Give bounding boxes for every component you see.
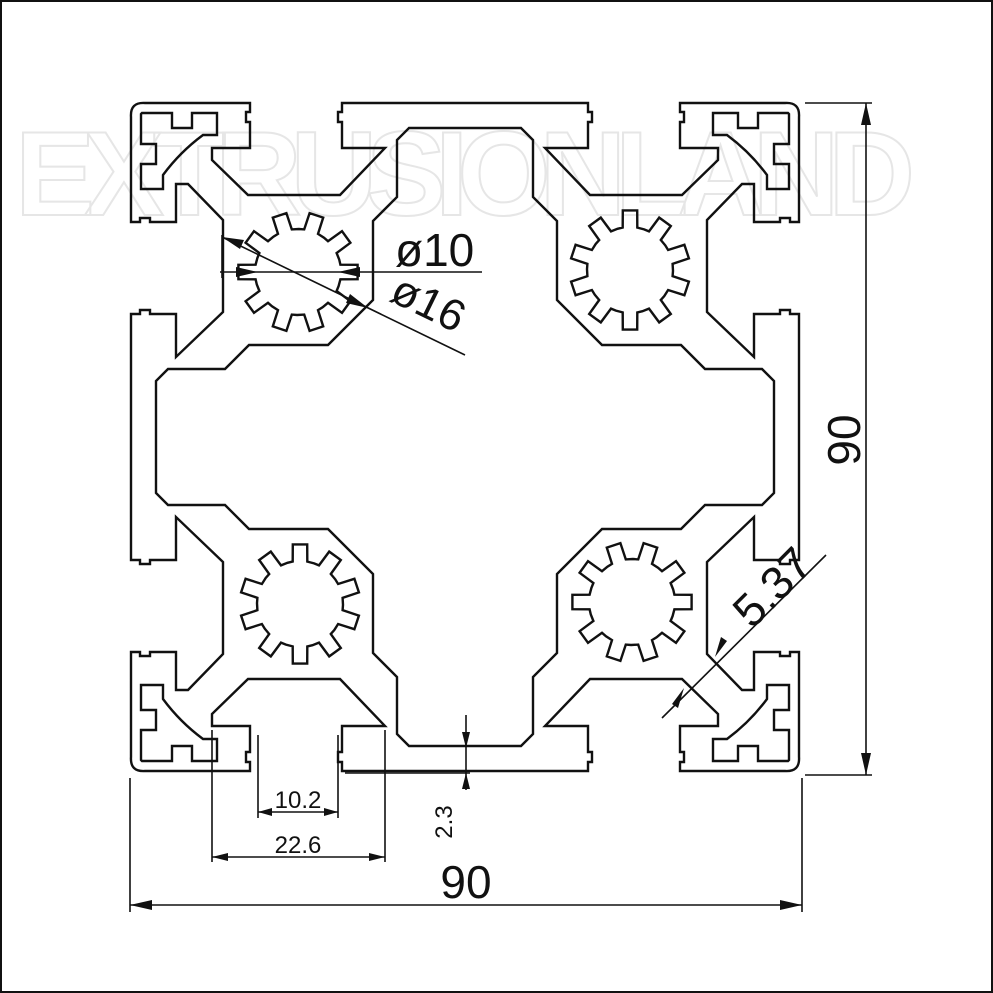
outer-contour-top-left [129, 101, 465, 437]
corner-slot-top-right [711, 111, 791, 191]
outer-contour-bottom-right [465, 437, 801, 773]
label-slot-inner: 22.6 [275, 832, 322, 859]
inner-cavity-top-right [465, 126, 776, 437]
dim-bore-inner: ø10 [220, 224, 482, 278]
label-height: 90 [818, 414, 870, 465]
quadrant-bottom-left [129, 437, 465, 773]
label-width: 90 [440, 856, 491, 908]
dim-slot-inner: 22.6 [211, 730, 386, 862]
bore-gear-top-right [569, 209, 691, 331]
extrusion-profile [129, 101, 801, 773]
label-bore-inner: ø10 [395, 224, 474, 276]
outer-contour-bottom-left [129, 437, 465, 773]
quadrant-top-right [465, 101, 801, 437]
corner-slot-bottom-left [139, 683, 219, 763]
inner-cavity-bottom-right [465, 437, 776, 748]
inner-cavity-top-left [154, 126, 465, 437]
quadrant-bottom-right [465, 437, 801, 773]
label-wall-thickness: 2.3 [431, 805, 458, 838]
inner-cavity-bottom-left [154, 437, 465, 748]
dim-height: 90 [805, 102, 872, 776]
dim-wall-thickness: 2.3 [345, 715, 470, 839]
corner-slot-bottom-right [711, 683, 791, 763]
corner-slot-top-left [139, 111, 219, 191]
bore-gear-bottom-left [239, 543, 361, 665]
bore-gear-top-left [237, 211, 359, 333]
dim-slot-opening: 10.2 [257, 735, 339, 818]
bore-gear-bottom-right [571, 541, 693, 663]
dim-width: 90 [129, 778, 803, 912]
label-slot-opening: 10.2 [275, 787, 322, 814]
quadrant-top-left [129, 101, 465, 437]
outer-contour-top-right [465, 101, 801, 437]
